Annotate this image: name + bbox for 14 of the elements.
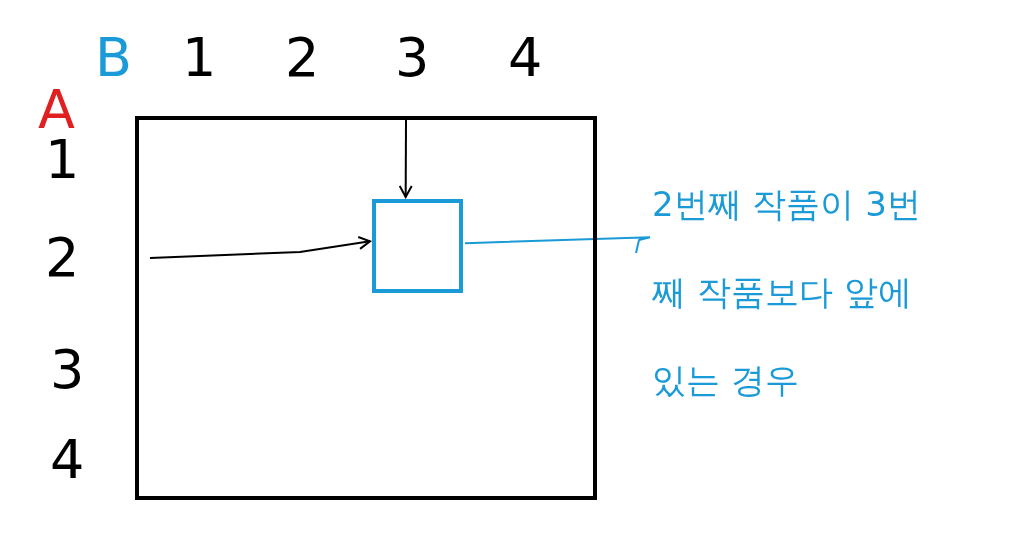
- column-number: 4: [508, 28, 543, 88]
- column-number: 3: [395, 28, 430, 88]
- row-number: 3: [50, 340, 85, 400]
- arrow: [149, 236, 371, 259]
- column-number: 2: [285, 28, 320, 88]
- column-number: 1: [182, 28, 217, 88]
- callout-text: 2번째 작품이 3번째 작품보다 앞에 있는 경우: [652, 183, 922, 402]
- row-number: 4: [50, 430, 85, 490]
- arrow: [398, 119, 413, 198]
- highlight-box: [372, 199, 463, 293]
- leader-line: [464, 236, 651, 254]
- column-header: B: [95, 28, 133, 88]
- frame-box: [135, 116, 597, 500]
- row-number: 2: [45, 228, 80, 288]
